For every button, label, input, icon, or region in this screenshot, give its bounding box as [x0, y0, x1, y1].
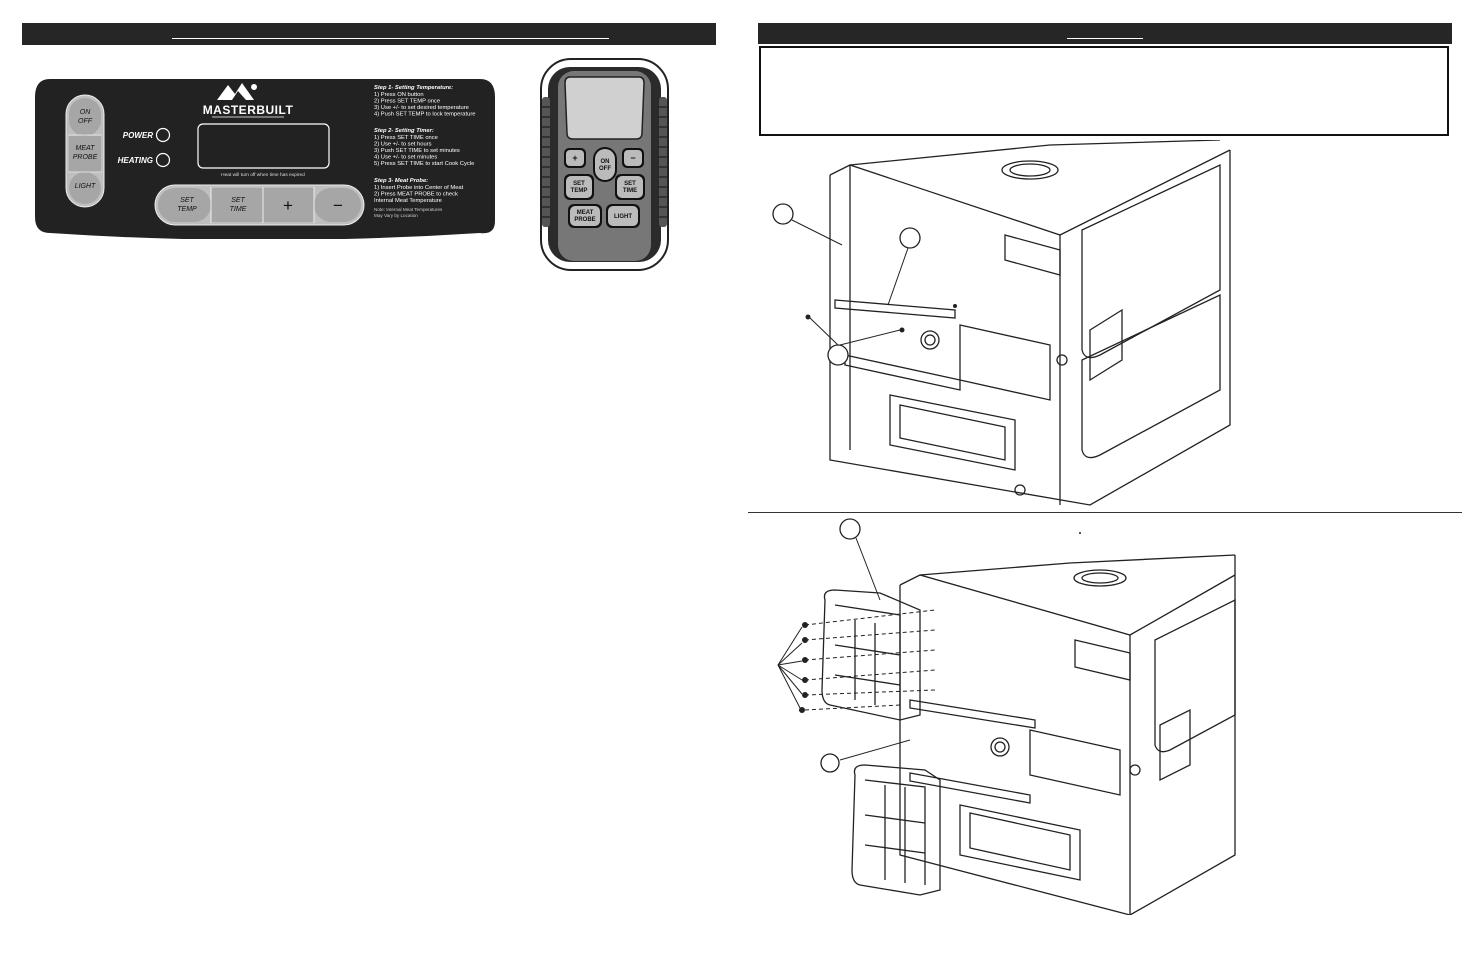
note-line: May Vary by Location: [374, 213, 418, 218]
step3-heading: Step 3- Meat Probe:: [374, 178, 428, 184]
remote-set-temp-label: TEMP: [571, 188, 588, 194]
remote-set-time-label: TIME: [623, 188, 637, 194]
assembly-diagram-bottom: [777, 518, 1236, 915]
heating-led: [155, 152, 171, 168]
power-led: [155, 127, 171, 143]
plus-button[interactable]: [263, 188, 314, 222]
step1-line: 3) Use +/- to set desired temperature: [374, 105, 469, 111]
heating-label: HEATING: [118, 156, 153, 165]
step2-line: 5) Press SET TIME to start Cook Cycle: [374, 161, 474, 167]
set-time-button[interactable]: [211, 188, 263, 222]
set-temp-label-1: SET: [180, 197, 194, 204]
remote-probe-label: PROBE: [574, 217, 595, 223]
minus-button[interactable]: [314, 188, 361, 222]
mountain-logo-icon: [217, 83, 257, 100]
meat-label: MEAT: [76, 145, 96, 152]
step1-line: 2) Press SET TEMP once: [374, 99, 440, 105]
left-header-rule: [172, 38, 609, 39]
step1-heading: Step 1- Setting Temperature:: [374, 85, 453, 91]
step2-line: 2) Use +/- to set hours: [374, 142, 432, 148]
set-temp-button[interactable]: [158, 188, 211, 222]
power-label: POWER: [123, 131, 153, 140]
remote-set-temp-label: SET: [573, 181, 585, 187]
meat-probe-button[interactable]: [69, 136, 101, 172]
right-header-rule: [1067, 38, 1143, 39]
note-line: Note: Internal Meat Temperatures: [374, 207, 443, 212]
minus-label: −: [333, 196, 343, 215]
control-panel: ON OFF MEAT PROBE LIGHT POWER HEATING MA…: [35, 79, 495, 239]
left-header-bar: [22, 23, 716, 45]
remote-on-label: ON: [601, 159, 610, 165]
grip-ridges: [542, 97, 667, 227]
right-header-bar: [758, 23, 1452, 44]
step1-line: 1) Press ON button: [374, 92, 424, 98]
remote-control: + − ON OFF SET TEMP SET TIME MEAT PROBE …: [540, 58, 669, 271]
set-time-label-2: TIME: [230, 206, 247, 213]
display-note: Heat will turn off when time has expired: [221, 172, 305, 178]
section-divider: [748, 512, 1462, 513]
light-label: LIGHT: [75, 183, 96, 190]
remote-set-time-label: SET: [624, 181, 636, 187]
step2-line: 1) Press SET TIME once: [374, 135, 438, 141]
step2-heading: Step 2- Setting Timer:: [374, 128, 434, 134]
light-button[interactable]: [69, 172, 101, 204]
plus-label: +: [283, 196, 293, 215]
on-off-button[interactable]: [69, 98, 101, 136]
remote-meat-label: MEAT: [577, 210, 594, 216]
step2-line: 4) Use +/- to set minutes: [374, 155, 437, 161]
warning-box: [759, 46, 1449, 136]
step1-line: 4) Push SET TEMP to lock temperature: [374, 112, 476, 118]
assembly-diagram-top: [772, 140, 1231, 506]
brand-name: MASTERBUILT: [203, 103, 294, 117]
probe-label: PROBE: [73, 154, 98, 161]
remote-minus-label: −: [630, 153, 635, 163]
lcd-display: [197, 123, 330, 169]
remote-off-label: OFF: [599, 166, 611, 172]
off-label: OFF: [78, 118, 93, 125]
remote-plus-label: +: [572, 153, 577, 163]
remote-screen: [564, 76, 645, 140]
set-temp-label-2: TEMP: [177, 206, 197, 213]
step3-line: 2) Press MEAT PROBE to check: [374, 192, 458, 198]
instructions: Step 1- Setting Temperature: 1) Press ON…: [374, 85, 476, 218]
step3-line: Internal Meat Temperature: [374, 198, 442, 204]
step2-line: 3) Push SET TIME to set minutes: [374, 148, 460, 154]
step3-line: 1) Insert Probe into Center of Meat: [374, 185, 464, 191]
set-time-label-1: SET: [231, 197, 245, 204]
on-label: ON: [80, 109, 91, 116]
remote-light-label: LIGHT: [614, 214, 632, 220]
